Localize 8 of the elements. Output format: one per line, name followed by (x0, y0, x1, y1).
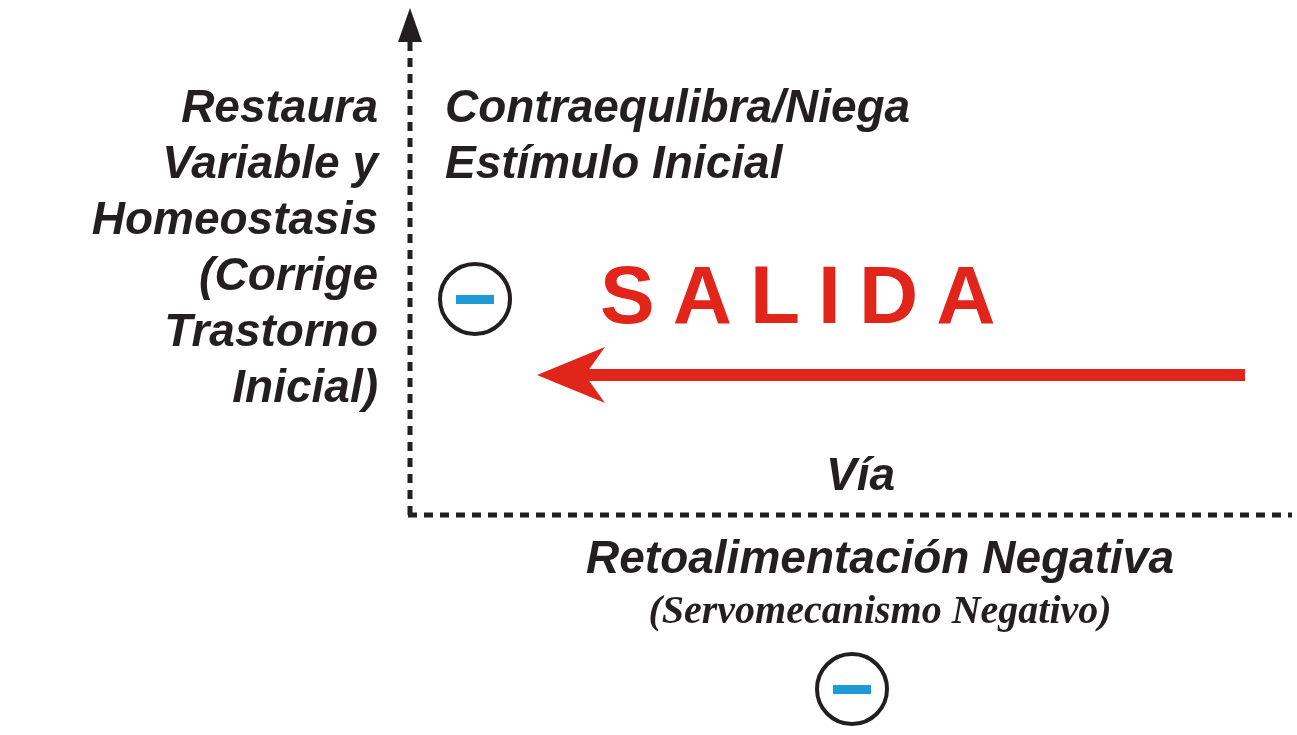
feedback-title: Retoalimentación Negativa (585, 530, 1175, 584)
outcome-text: Restaura Variable y Homeostasis (Corrige Trastorno Inicial) (90, 79, 378, 414)
effect-text: Contraequlibra/Niega Estímulo Inicial (445, 79, 912, 190)
minus-circle (437, 261, 513, 337)
minus-circle (814, 651, 890, 727)
feedback-subtitle: (Servomecanismo Negativo) (647, 586, 1113, 634)
pathway-label: Vía (826, 448, 897, 500)
output-heading: SALIDA (600, 250, 1015, 340)
